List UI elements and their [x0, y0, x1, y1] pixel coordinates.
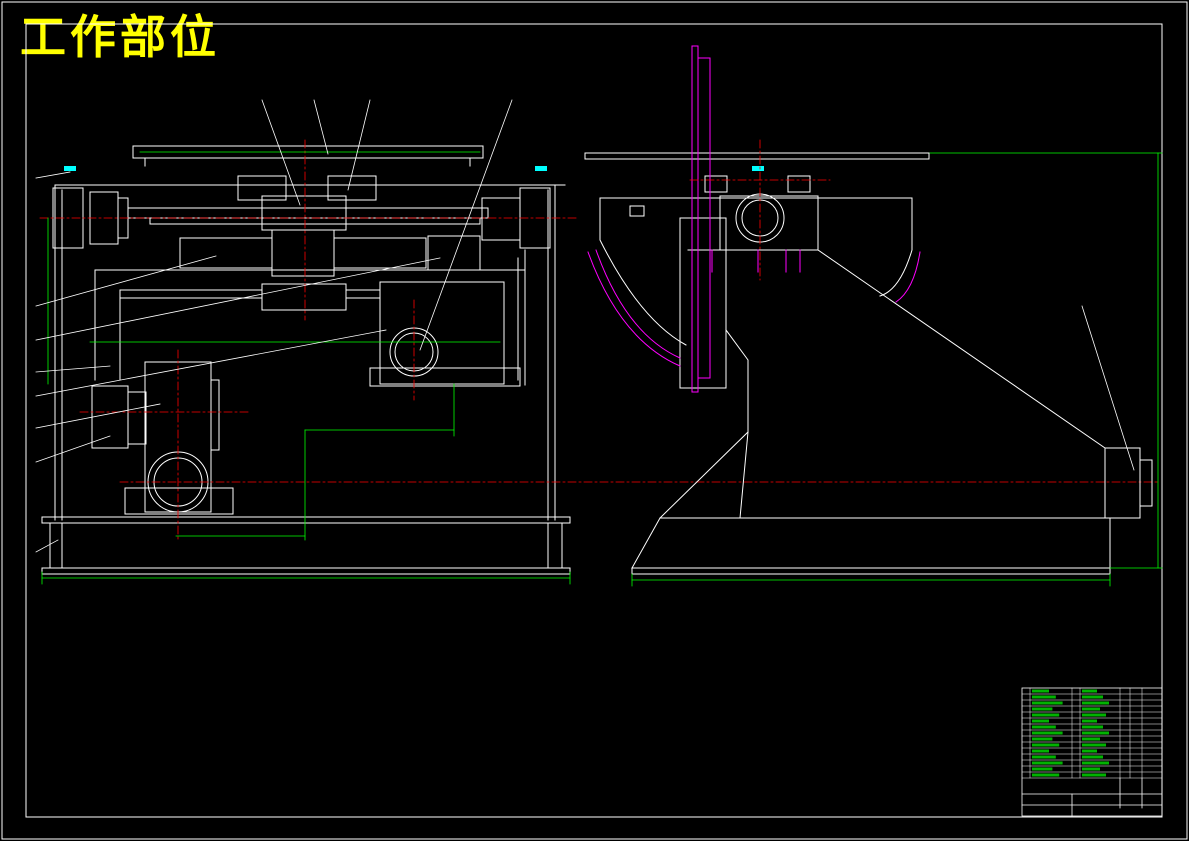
parts-entry-mark — [1032, 773, 1060, 777]
side-view-leader — [1081, 305, 1135, 471]
parts-entry-mark — [1082, 713, 1106, 717]
parts-entry-mark — [1032, 731, 1063, 735]
parts-entry-mark — [1032, 695, 1056, 699]
parts-entry-mark — [1032, 767, 1053, 771]
parts-entry-mark — [1032, 743, 1060, 747]
front-view-centerlines — [39, 139, 1161, 541]
front-view-leaders — [35, 99, 513, 553]
parts-entry-mark — [1032, 713, 1060, 717]
parts-entry-mark — [1032, 701, 1063, 705]
parts-entry-mark — [1032, 719, 1049, 723]
side-view-cap — [752, 166, 764, 171]
side-view-guides — [587, 45, 921, 393]
parts-entry-mark — [1082, 725, 1103, 729]
parts-entry-mark — [1032, 737, 1053, 741]
parts-entry-mark — [1032, 707, 1053, 711]
front-view-dimensions — [41, 151, 571, 585]
front-view — [41, 145, 571, 575]
parts-entry-mark — [1082, 695, 1103, 699]
parts-entry-mark — [1032, 761, 1063, 765]
parts-entry-mark — [1032, 755, 1056, 759]
drawing-title: 工作部位 — [20, 10, 220, 64]
parts-entry-mark — [1082, 707, 1100, 711]
parts-entry-mark — [1032, 749, 1049, 753]
parts-entry-mark — [1082, 701, 1109, 705]
parts-entry-mark — [1082, 749, 1097, 753]
side-view-centerlines — [689, 139, 831, 281]
side-view — [584, 152, 1153, 575]
parts-entry-mark — [1082, 731, 1109, 735]
parts-entry-mark — [1082, 689, 1097, 693]
front-view-caps — [64, 166, 547, 171]
parts-entry-mark — [1082, 773, 1106, 777]
parts-entry-mark — [1032, 689, 1049, 693]
parts-entry-mark — [1082, 743, 1106, 747]
parts-entry-mark — [1082, 755, 1103, 759]
parts-entry-mark — [1032, 725, 1056, 729]
parts-entry-mark — [1082, 737, 1100, 741]
parts-list-table — [1021, 687, 1163, 817]
side-view-dimensions — [631, 152, 1163, 587]
parts-entry-mark — [1082, 761, 1109, 765]
parts-entry-mark — [1082, 719, 1097, 723]
parts-entry-mark — [1082, 767, 1100, 771]
